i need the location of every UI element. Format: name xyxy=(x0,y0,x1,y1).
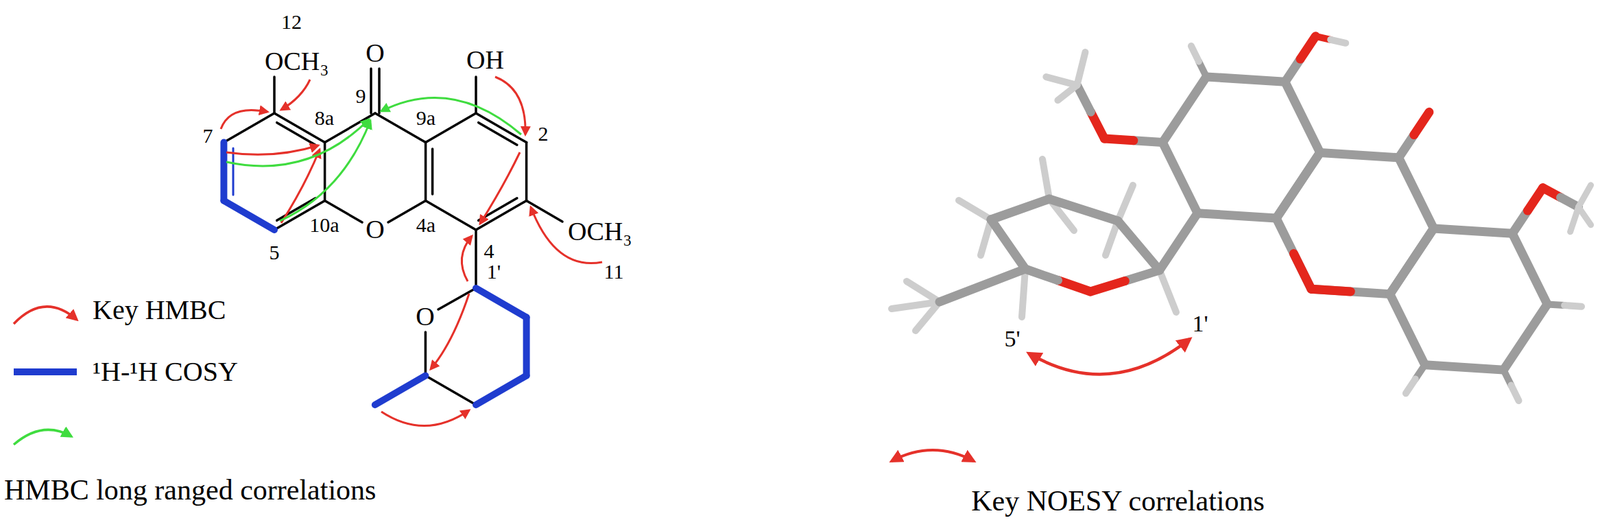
stick-bond xyxy=(958,200,991,220)
stick-bond xyxy=(1206,76,1286,82)
stick-bond xyxy=(1300,36,1316,59)
stick-bond xyxy=(906,281,940,302)
atom-label: 2 xyxy=(538,122,549,147)
legend-cosy-sample xyxy=(13,368,77,376)
atom-label: 4 xyxy=(484,239,495,264)
legend-text: Key NOESY correlations xyxy=(971,484,1265,518)
stick-bond xyxy=(1512,233,1548,304)
atom-label: 1' xyxy=(1191,309,1208,337)
atom-label: 9a xyxy=(416,106,436,131)
stick-bond xyxy=(1045,76,1077,86)
stick-bond xyxy=(1124,270,1160,282)
stick-bond xyxy=(1076,85,1091,112)
stick-bond xyxy=(1405,379,1416,394)
atom-label: 10a xyxy=(309,213,339,238)
cosy-bonds xyxy=(223,142,527,406)
atom-label: 5 xyxy=(269,240,280,265)
stick-bond xyxy=(1276,152,1321,219)
legend-noesy-sample xyxy=(891,449,974,461)
stick-bond xyxy=(1293,253,1311,290)
stick-bond xyxy=(1090,280,1125,292)
stick-bond xyxy=(1025,268,1059,281)
stick-bond xyxy=(939,268,1026,302)
stick-bond xyxy=(1330,39,1346,44)
stick-bond xyxy=(1578,185,1592,208)
stick-bond xyxy=(1510,385,1519,401)
stick-bond xyxy=(1570,207,1579,232)
stick-bond xyxy=(1399,157,1435,229)
stick-bond xyxy=(1162,76,1207,143)
stick-bond xyxy=(990,219,1026,269)
legend-text: ¹H-¹H COSY xyxy=(92,355,238,388)
legend-text: HMBC long ranged correlations xyxy=(4,473,376,507)
atom-label: O xyxy=(365,214,385,245)
stick-bond xyxy=(1117,185,1133,221)
legend-text: Key HMBC xyxy=(92,294,226,326)
stick-bond xyxy=(1503,303,1548,370)
hmbc-arrows xyxy=(220,76,603,426)
atom-label: 1' xyxy=(486,259,501,284)
atom-label: O xyxy=(365,38,385,69)
atom-label: 8a xyxy=(314,106,334,131)
stick-bond xyxy=(990,198,1050,220)
stick-bond xyxy=(1320,152,1400,158)
atom-label: 7 xyxy=(203,124,214,149)
stick-bond xyxy=(1311,288,1351,292)
stick-bond xyxy=(1057,85,1077,101)
atom-label: OCH₃ xyxy=(264,46,329,77)
stick-bond xyxy=(1162,142,1198,214)
stick-bond xyxy=(1285,81,1321,153)
stick-bond xyxy=(1049,198,1118,221)
stick-bond xyxy=(1564,305,1582,307)
stick-bond xyxy=(1159,270,1177,313)
legend-hmbc-sample xyxy=(13,306,77,324)
atom-label: OCH₃ xyxy=(567,216,632,247)
stick-bond xyxy=(1390,228,1435,295)
stick-bond xyxy=(1197,213,1277,219)
stick-bond xyxy=(1390,228,1435,295)
stick-bond xyxy=(891,301,940,309)
stick-bond xyxy=(1117,220,1160,271)
noesy-arrow xyxy=(1028,338,1190,374)
stick-bond xyxy=(1090,111,1105,139)
atom-label: 5' xyxy=(1004,325,1020,352)
stick-bond xyxy=(1105,220,1118,256)
stick-bond xyxy=(1414,111,1430,135)
stick-bond xyxy=(1021,268,1026,317)
stick-bond xyxy=(1276,218,1312,289)
atom-label: 9 xyxy=(355,84,367,109)
atom-label: O xyxy=(415,301,435,332)
stick-bond xyxy=(1076,52,1085,86)
stick-bond xyxy=(1276,152,1321,219)
atom-label: OH xyxy=(466,45,505,76)
stick-bond xyxy=(1058,280,1092,293)
stick-bond xyxy=(1191,45,1199,62)
skeleton-bonds xyxy=(223,68,563,405)
stick-bond xyxy=(1390,294,1426,365)
stick-bond xyxy=(1159,213,1198,271)
stick-bond xyxy=(1433,228,1513,234)
stick-bond xyxy=(1311,288,1391,294)
hmbc-long-range-arrows xyxy=(226,97,522,221)
legend-long-range-sample xyxy=(13,429,72,445)
atom-label: 4a xyxy=(416,213,436,238)
3d-model xyxy=(891,36,1592,401)
atom-label: 12 xyxy=(281,10,302,35)
atom-label: 11 xyxy=(604,259,625,284)
stick-bond xyxy=(1042,159,1050,199)
stick-bond xyxy=(1425,364,1504,370)
